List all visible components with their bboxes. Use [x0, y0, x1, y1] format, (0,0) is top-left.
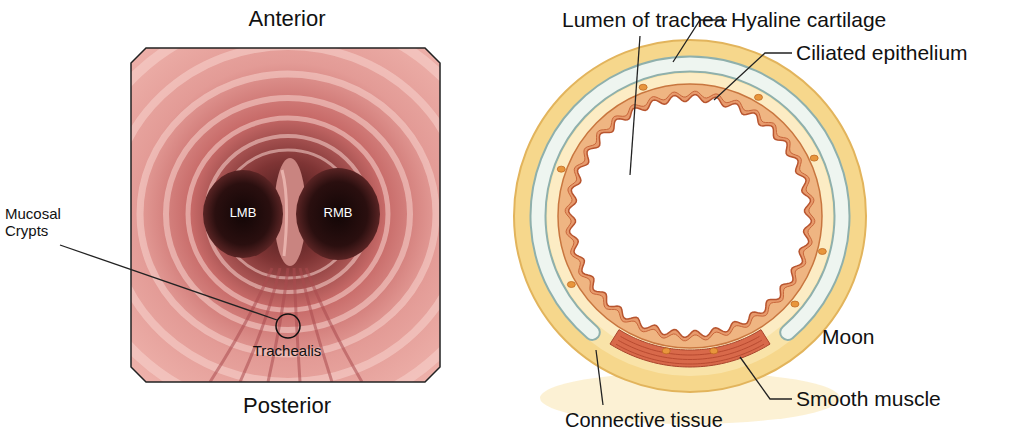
- bronchus-label: LMB: [230, 206, 257, 221]
- leader-line: [740, 357, 792, 399]
- crypt-marker: [276, 314, 300, 338]
- structure-label: Hyaline cartilage: [731, 8, 886, 32]
- orientation-label: Anterior: [248, 6, 325, 31]
- submucosal-gland: [818, 248, 826, 254]
- carina-ridge: [282, 170, 287, 256]
- bronchus-label: RMB: [324, 206, 353, 221]
- leader-line: [714, 53, 792, 100]
- photo-frame: [131, 48, 440, 382]
- submucosa: [547, 73, 833, 359]
- airway-wall: [131, 48, 440, 382]
- leader-lines: [60, 20, 792, 405]
- structure-label: Ciliated epithelium: [796, 41, 968, 65]
- right-main-bronchus: [296, 168, 380, 260]
- trachealis-folds: [210, 268, 362, 382]
- adventitia: [514, 40, 866, 392]
- orientation-label: Posterior: [243, 393, 331, 418]
- structure-label: Smooth muscle: [796, 387, 941, 411]
- ciliated-epithelium: [569, 95, 812, 338]
- submucosal-gland: [639, 84, 647, 90]
- left-main-bronchus: [203, 170, 283, 258]
- leader-line: [630, 36, 640, 175]
- lamina-propria: [565, 91, 815, 341]
- leader-line: [596, 350, 603, 405]
- structure-label: Mucosal Crypts: [5, 205, 75, 240]
- structure-label: Connective tissue: [565, 409, 723, 432]
- mucosa: [558, 84, 822, 348]
- structure-label: Lumen of trachea: [562, 8, 725, 32]
- trachea-cross-section: [514, 40, 866, 424]
- bronchoscopy-photo: [76, 14, 500, 414]
- muscle-fibre: [616, 344, 764, 364]
- submucosal-gland: [557, 166, 565, 172]
- structure-label: Trachealis: [253, 342, 322, 359]
- leader-line: [60, 245, 277, 320]
- perichondrium: [530, 56, 850, 376]
- cartilage-rings: [76, 14, 500, 414]
- submucosal-gland: [710, 348, 718, 354]
- submucosal-gland: [810, 155, 818, 161]
- muscle-fibre: [618, 340, 762, 359]
- muscle-fibre: [621, 336, 760, 355]
- submucosal-gland: [755, 94, 763, 100]
- submucosal-gland: [567, 282, 575, 288]
- submucosal-gland: [662, 348, 670, 354]
- structure-label: Moon: [822, 325, 875, 349]
- submucosal-gland: [791, 301, 799, 307]
